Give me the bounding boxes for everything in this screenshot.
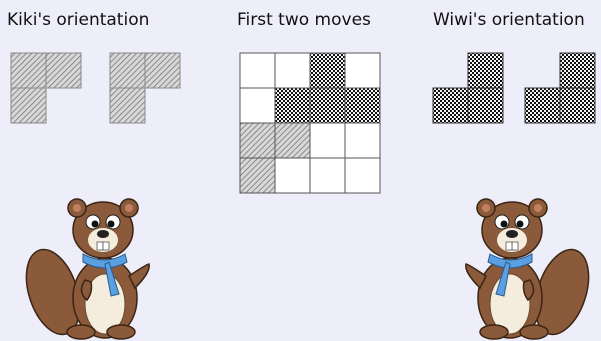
board-cell-kiki <box>240 123 275 158</box>
wiwi-piece-cell <box>560 53 595 88</box>
board-cell-kiki <box>275 123 310 158</box>
wiwi-piece-cell <box>433 88 468 123</box>
board-cell-wiwi <box>310 53 345 88</box>
wiwi-piece-cell <box>525 88 560 123</box>
kiki-piece-2 <box>109 52 181 124</box>
wiwi-beaver <box>460 192 590 341</box>
board-cell-empty <box>345 158 380 193</box>
board-cell-kiki <box>240 158 275 193</box>
kiki-orientation-title: Kiki's orientation <box>7 10 149 30</box>
wiwi-piece-cell <box>468 53 503 88</box>
wiwi-piece-1 <box>432 52 504 124</box>
wiwi-orientation-title: Wiwi's orientation <box>433 10 585 30</box>
kiki-piece-cell <box>110 88 145 123</box>
board-cell-empty <box>345 123 380 158</box>
wiwi-piece-2 <box>524 52 596 124</box>
game-board <box>239 52 381 194</box>
kiki-piece-cell <box>11 53 46 88</box>
kiki-piece-cell <box>110 53 145 88</box>
kiki-piece-cell <box>46 53 81 88</box>
wiwi-piece-cell <box>468 88 503 123</box>
board-cell-wiwi <box>345 88 380 123</box>
board-cell-empty <box>310 123 345 158</box>
first-two-moves-title: First two moves <box>237 10 371 30</box>
board-cell-empty <box>275 53 310 88</box>
wiwi-piece-cell <box>560 88 595 123</box>
board-cell-empty <box>240 88 275 123</box>
board-cell-empty <box>345 53 380 88</box>
board-cell-wiwi <box>310 88 345 123</box>
board-cell-empty <box>275 158 310 193</box>
board-cell-empty <box>310 158 345 193</box>
kiki-piece-cell <box>145 53 180 88</box>
kiki-piece-cell <box>11 88 46 123</box>
board-cell-empty <box>240 53 275 88</box>
board-cell-wiwi <box>275 88 310 123</box>
kiki-beaver <box>25 192 155 341</box>
kiki-piece-1 <box>10 52 82 124</box>
